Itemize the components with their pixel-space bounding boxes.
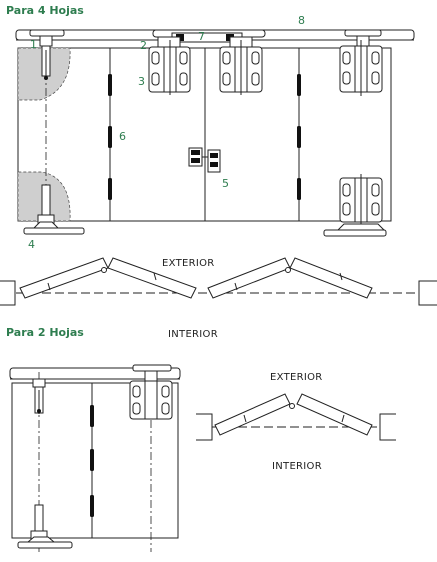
bottom-pivot-two <box>17 504 73 549</box>
plan-view-two-leaves <box>196 393 396 441</box>
panel-hinges-two <box>90 405 94 517</box>
title-four-leaves: Para 4 Hojas <box>6 4 84 17</box>
center-latch <box>188 147 221 173</box>
top-hinge-bracket-left <box>148 36 191 95</box>
callout-4: 4 <box>28 238 35 251</box>
label-interior-top: INTERIOR <box>168 329 218 340</box>
label-exterior-top: EXTERIOR <box>162 258 215 269</box>
callout-5: 5 <box>222 177 229 190</box>
bottom-pivot <box>23 184 85 235</box>
top-hinge-bracket-middle <box>219 36 263 95</box>
top-pivot-pin-two <box>32 378 46 414</box>
callout-1: 1 <box>30 38 37 51</box>
callout-7: 7 <box>198 30 205 43</box>
callout-2: 2 <box>140 39 147 52</box>
bottom-hinge-bracket-right <box>323 174 387 237</box>
door-panels-four <box>17 47 392 222</box>
panel-hinges <box>108 74 301 200</box>
callout-6: 6 <box>119 130 126 143</box>
label-interior-bottom: INTERIOR <box>272 461 322 472</box>
title-two-leaves: Para 2 Hojas <box>6 326 84 339</box>
top-pivot-pin <box>29 29 65 80</box>
top-hinge-bracket-right <box>339 29 383 96</box>
label-exterior-bottom: EXTERIOR <box>270 372 323 383</box>
callout-8: 8 <box>298 14 305 27</box>
callout-3: 3 <box>138 75 145 88</box>
plan-view-four-leaves <box>0 257 437 306</box>
top-hinge-bracket-two <box>129 364 173 420</box>
